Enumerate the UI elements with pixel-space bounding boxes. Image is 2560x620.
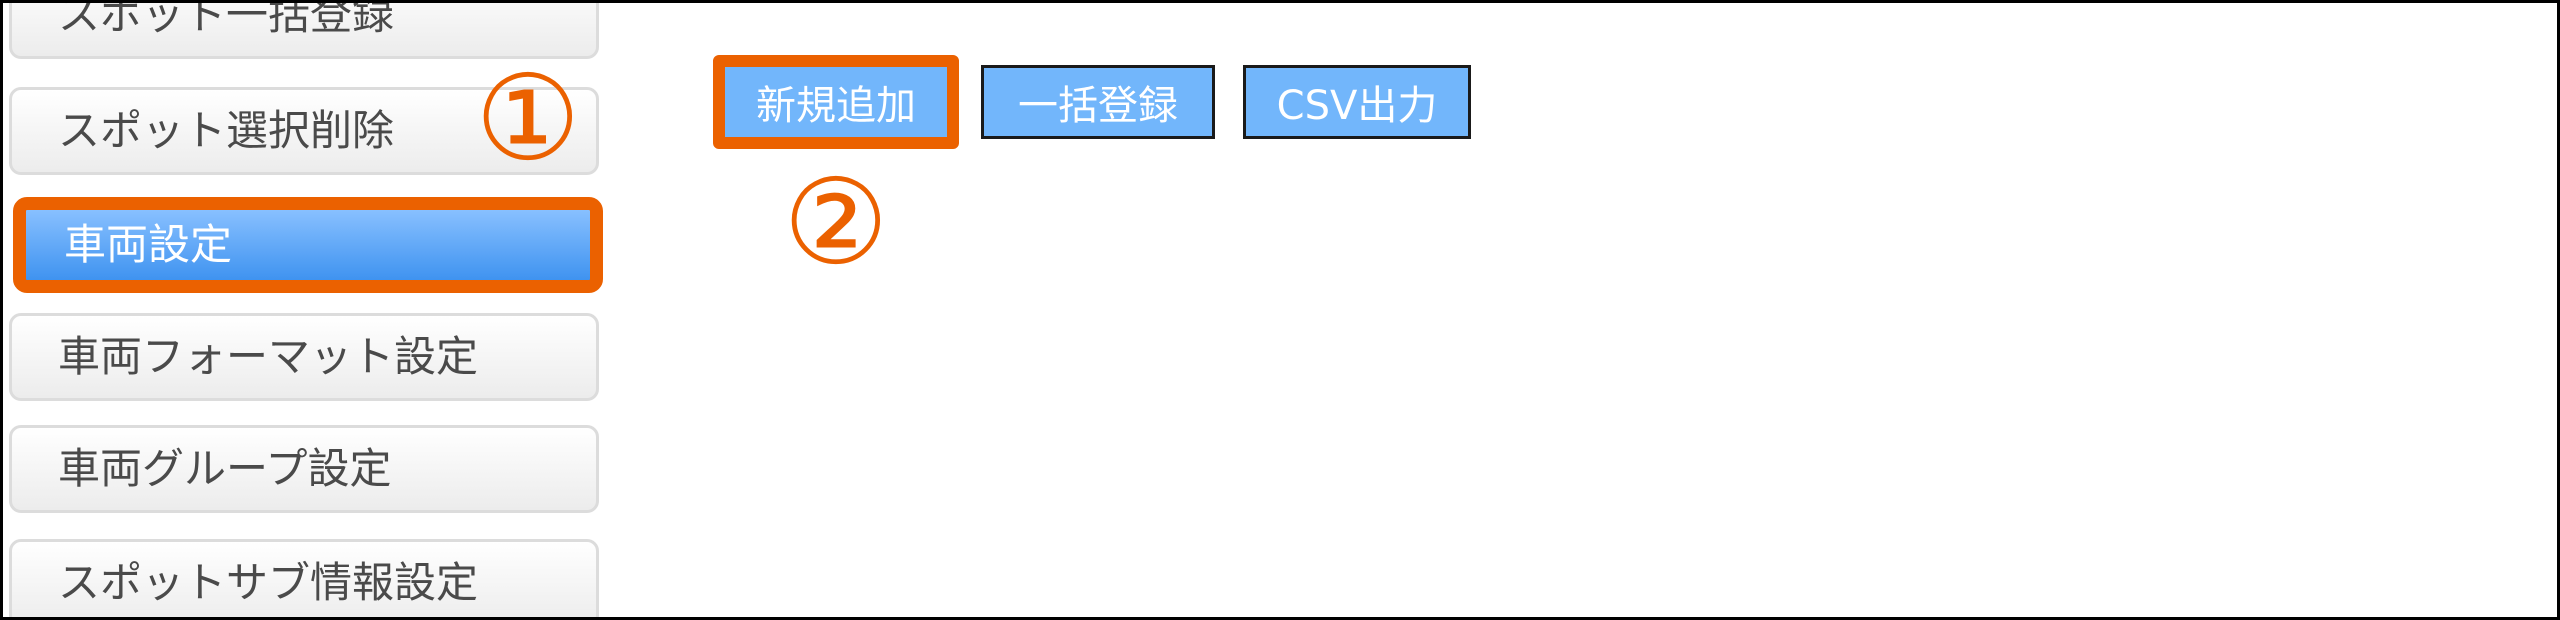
sidebar-item-label: 車両グループ設定 <box>58 444 392 493</box>
csv-export-button-label: CSV出力 <box>1276 83 1438 129</box>
sidebar-item-label: スポットサブ情報設定 <box>58 558 479 607</box>
sidebar-item-label: スポット一括登録 <box>58 0 395 39</box>
sidebar-item-spot-select-delete[interactable]: スポット選択削除 <box>9 87 599 175</box>
sidebar-item-vehicle-group-settings[interactable]: 車両グループ設定 <box>9 425 599 513</box>
sidebar-item-label: 車両設定 <box>64 220 233 269</box>
bulk-register-button[interactable]: 一括登録 <box>981 65 1215 139</box>
sidebar-item-vehicle-format-settings[interactable]: 車両フォーマット設定 <box>9 313 599 401</box>
bulk-register-button-label: 一括登録 <box>1018 83 1178 129</box>
step-2-callout: ② <box>783 153 889 291</box>
step-1-callout: ① <box>475 49 581 187</box>
sidebar-item-spot-bulk-register[interactable]: スポット一括登録 <box>9 0 599 59</box>
csv-export-button[interactable]: CSV出力 <box>1243 65 1471 139</box>
sidebar-item-spot-sub-info-settings[interactable]: スポットサブ情報設定 <box>9 539 599 617</box>
sidebar-item-label: 車両フォーマット設定 <box>58 332 479 381</box>
sidebar-item-label: スポット選択削除 <box>58 106 395 155</box>
sidebar-item-vehicle-settings[interactable]: 車両設定 <box>13 197 603 293</box>
add-new-button-label: 新規追加 <box>756 83 916 129</box>
add-new-button[interactable]: 新規追加 <box>713 55 959 149</box>
